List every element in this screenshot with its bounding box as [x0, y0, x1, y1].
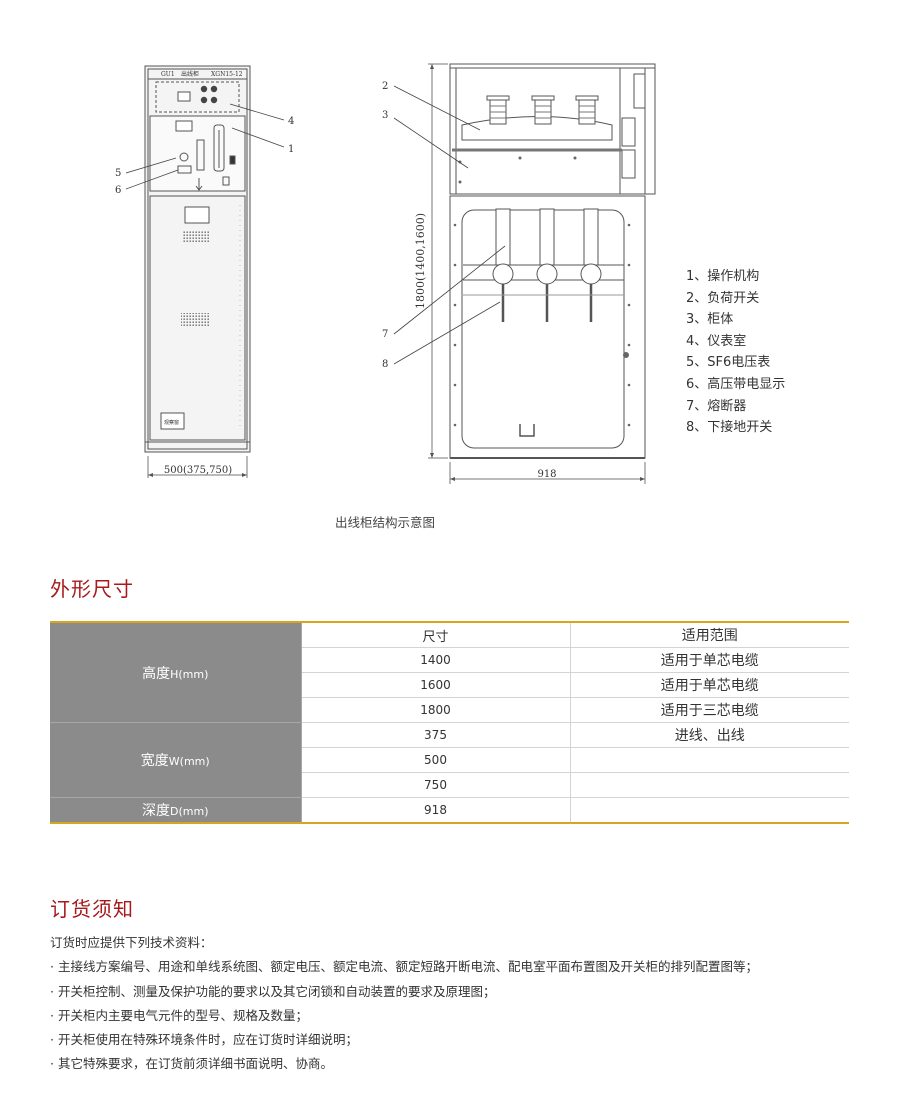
- front-panel-text: GU1 出线柜 XGN15-12 观察窗: [161, 70, 243, 426]
- table-row: 1400 适用于单芯电缆: [50, 647, 849, 673]
- dimensions-table: 高度H(mm) 尺寸 适用范围 1400 适用于单芯电缆 1600 适用于单芯电…: [50, 621, 849, 824]
- front-panel-text-2: 出线柜: [181, 70, 199, 78]
- order-notes: 订货时应提供下列技术资料： · 主接线方案编号、用途和单线系统图、额定电压、额定…: [50, 931, 870, 1077]
- scope-cell: [570, 797, 849, 824]
- scope-cell: 适用于三芯电缆: [570, 697, 849, 723]
- order-section-title: 订货须知: [50, 897, 134, 921]
- scope-cell: 进线、出线: [570, 722, 849, 748]
- order-item: · 开关柜内主要电气元件的型号、规格及数量；: [50, 1007, 308, 1023]
- legend-item: 6、高压带电显示: [686, 376, 786, 392]
- width-group-header: 宽度W(mm): [50, 722, 302, 798]
- height-unit: H(mm): [170, 667, 209, 681]
- depth-unit: D(mm): [170, 805, 209, 818]
- legend-item: 2、负荷开关: [686, 290, 760, 306]
- depth-group-header: 深度D(mm): [50, 797, 302, 824]
- order-intro: 订货时应提供下列技术资料：: [50, 935, 213, 950]
- height-label: 高度: [142, 665, 171, 682]
- scope-cell: 适用于单芯电缆: [570, 672, 849, 698]
- order-item: · 开关柜控制、测量及保护功能的要求以及其它闭锁和自动装置的要求及原理图；: [50, 983, 496, 999]
- callout-8: 8: [382, 359, 388, 370]
- front-callout-numbers: 4 1 5 6: [115, 116, 294, 196]
- table-row: 1600 适用于单芯电缆: [50, 672, 849, 698]
- width-label: 宽度: [140, 753, 169, 769]
- side-view-drawing: [428, 63, 656, 484]
- legend-item: 1、操作机构: [686, 269, 760, 284]
- column-header-scope: 适用范围: [570, 622, 849, 648]
- scope-cell: [570, 747, 849, 773]
- callout-3: 3: [382, 110, 388, 121]
- side-callout-numbers: 2 3 7 8: [382, 81, 388, 370]
- depth-label: 深度: [142, 803, 170, 819]
- legend-item: 7、熔断器: [686, 398, 747, 414]
- dimensions-section-title: 外形尺寸: [50, 577, 134, 601]
- component-legend: 1、操作机构 2、负荷开关 3、柜体 4、仪表室 5、SF6电压表 6、高压带电…: [686, 266, 826, 439]
- table-row: 宽度W(mm) 375 进线、出线: [50, 722, 849, 798]
- front-callout-lines: [125, 103, 285, 190]
- order-item: · 主接线方案编号、用途和单线系统图、额定电压、额定电流、额定短路开断电流、配电…: [50, 959, 758, 975]
- diagram-caption: 出线柜结构示意图: [334, 515, 435, 530]
- size-cell: 1400: [301, 647, 571, 673]
- callout-4: 4: [288, 116, 294, 127]
- size-cell: 1800: [301, 697, 571, 723]
- callout-5: 5: [115, 168, 121, 179]
- front-panel-text-1: GU1: [161, 71, 175, 78]
- front-panel-text-3: XGN15-12: [211, 71, 243, 78]
- legend-item: 8、下接地开关: [686, 420, 773, 436]
- table-row: 1800 适用于三芯电缆: [50, 697, 849, 723]
- scope-cell: [570, 772, 849, 798]
- order-item: · 开关柜使用在特殊环境条件时，应在订货时详细说明；: [50, 1032, 358, 1048]
- size-cell: 750: [301, 772, 571, 798]
- scope-cell: 适用于单芯电缆: [570, 647, 849, 673]
- side-view-bolts: [453, 156, 631, 427]
- cabinet-drawings: GU1 出线柜 XGN15-12 观察窗 500(375,750) 4 1 5 …: [115, 63, 656, 484]
- side-callout-lines: [393, 85, 506, 365]
- size-cell: 918: [301, 797, 571, 824]
- callout-2: 2: [382, 81, 388, 92]
- callout-6: 6: [115, 185, 121, 196]
- callout-1: 1: [288, 144, 294, 155]
- table-row: 750: [50, 772, 849, 798]
- table-row: 500: [50, 747, 849, 773]
- size-cell: 1600: [301, 672, 571, 698]
- width-unit: W(mm): [168, 755, 210, 768]
- size-cell: 500: [301, 747, 571, 773]
- legend-item: 4、仪表室: [686, 333, 747, 349]
- legend-item: 5、SF6电压表: [686, 355, 771, 371]
- order-item: · 其它特殊要求，在订货前须详细书面说明、协商。: [50, 1056, 333, 1072]
- callout-7: 7: [382, 329, 388, 340]
- front-width-dimension: 500(375,750): [164, 465, 232, 476]
- height-group-header: 高度H(mm): [50, 622, 302, 723]
- front-label-plate: 观察窗: [164, 419, 179, 426]
- table-row: 高度H(mm) 尺寸 适用范围: [50, 622, 849, 723]
- structure-diagram-area: GU1 出线柜 XGN15-12 观察窗 500(375,750) 4 1 5 …: [0, 0, 900, 540]
- table-row: 深度D(mm) 918: [50, 797, 849, 824]
- height-dimension: 1800(1400,1600): [414, 213, 427, 309]
- side-width-dimension: 918: [537, 469, 556, 480]
- size-cell: 375: [301, 722, 571, 748]
- front-view-drawing: [144, 65, 251, 478]
- column-header-size: 尺寸: [301, 622, 571, 648]
- legend-item: 3、柜体: [686, 312, 734, 328]
